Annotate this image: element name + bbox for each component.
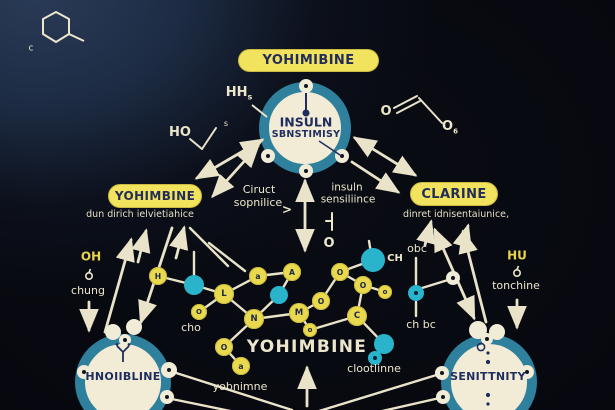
top-pill: YOHIMIBINE	[238, 49, 379, 72]
center-circle-lollipop	[302, 93, 341, 156]
molecule-edges	[156, 258, 387, 368]
left-pill-label: YOHIMBINE	[114, 189, 196, 203]
hexagon-molecule	[42, 11, 85, 43]
arrows	[79, 136, 527, 408]
ring-nodes	[77, 79, 534, 404]
top-pill-label: YOHIMIBINE	[262, 53, 355, 68]
tack-glyph	[325, 212, 333, 231]
left-pill: YOHIMBINE	[108, 184, 202, 208]
hh-bond	[251, 104, 268, 118]
right-pill-label: CLARINE	[421, 186, 487, 202]
ho-skeleton	[189, 127, 217, 150]
carbonyl-skeleton	[393, 95, 443, 124]
bottom-left-circle	[75, 334, 171, 410]
droplet-icon	[85, 265, 521, 280]
dotted-column-glyph	[476, 342, 491, 406]
trident-glyph	[115, 343, 131, 362]
bottom-right-circle	[441, 334, 537, 410]
right-pill: CLARINE	[410, 182, 498, 206]
